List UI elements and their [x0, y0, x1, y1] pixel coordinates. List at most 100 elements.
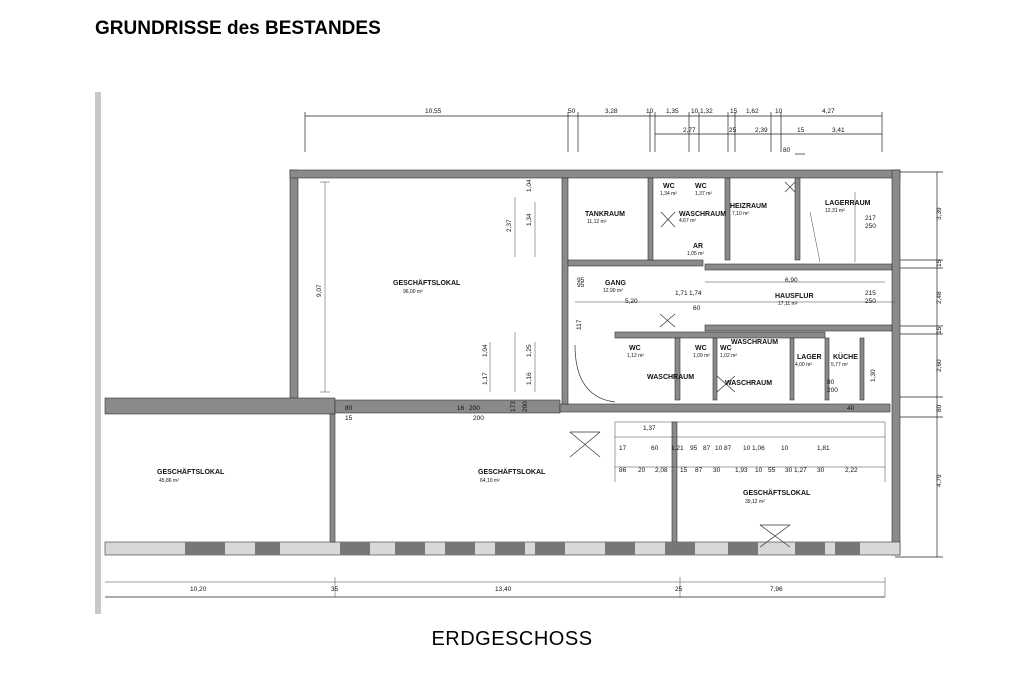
room-area-waschraum-top: 4,67 m² — [679, 218, 696, 224]
dim-label: 1,04 — [482, 344, 489, 357]
inner-detail-lines — [105, 181, 895, 597]
wall-tank-bottom — [567, 259, 704, 267]
dim-label: 10,55 — [425, 108, 442, 115]
dim-label: 10,20 — [190, 586, 207, 593]
dim-label: 1,35 — [666, 108, 679, 115]
dim-label: 87 — [703, 445, 711, 452]
room-name-gang: GANG — [605, 280, 627, 287]
door-wc-mid — [716, 375, 736, 393]
room-name-waschraum-mid-2: WASCHRAUM — [731, 339, 778, 346]
dim-label: 15 — [936, 326, 943, 334]
dim-label: 215 — [865, 290, 876, 297]
dim-label: 1,93 — [735, 467, 748, 474]
dim-label: 1,21 — [671, 445, 684, 452]
bottom-dimension-labels: 10,20 35 13,40 25 7,96 — [190, 586, 783, 593]
room-name-wc-mid-1: WC — [629, 345, 641, 352]
dim-label: 4,27 — [822, 108, 835, 115]
room-area-ar: 1,05 m² — [687, 251, 704, 257]
facade-windows — [185, 542, 860, 555]
dim-label: 10 1,06 — [743, 445, 765, 452]
door-swings — [569, 181, 796, 548]
dim-label: 80 — [827, 379, 835, 386]
dim-label: 55 — [768, 467, 776, 474]
room-area-kueche: 5,77 m² — [831, 362, 848, 368]
dim-label: 2,37 — [506, 219, 513, 232]
dim-label: 7,96 — [770, 586, 783, 593]
dim-label: 15 — [680, 467, 688, 474]
room-area-tankraum: 11,12 m² — [587, 219, 607, 225]
door-gang — [659, 313, 676, 328]
dim-label: 1,81 — [817, 445, 830, 452]
wall-wc-3 — [789, 337, 795, 401]
dim-label: 80 — [345, 405, 353, 412]
room-area-geschaeftslokal-right: 39,12 m² — [745, 499, 765, 505]
dim-label: 1,16 — [526, 372, 533, 385]
dim-label: 17 — [619, 445, 627, 452]
dim-label: 1,34 — [526, 213, 533, 226]
room-name-geschaeftslokal-right: GESCHÄFTSLOKAL — [743, 489, 811, 497]
wall-wc-2 — [712, 337, 718, 401]
dim-label: 10 1,32 — [691, 108, 713, 115]
door-waschraum — [660, 211, 676, 228]
room-name-lagerraum: LAGERRAUM — [825, 200, 871, 207]
wall-left-wing-top — [104, 397, 336, 415]
lower-dimension-labels: 1,37 17 60 1,21 95 87 10 87 10 1,06 10 1… — [619, 425, 858, 474]
right-dimension-labels: 3,39 15 2,48 15 2,60 80 4,79 — [936, 207, 943, 487]
wall-service-bottom — [559, 403, 891, 413]
room-name-kueche: KÜCHE — [833, 352, 858, 361]
door-entrance-left — [569, 431, 601, 458]
room-name-geschaeftslokal-center: GESCHÄFTSLOKAL — [478, 468, 546, 476]
page-title: GRUNDRISSE des BESTANDES — [95, 18, 381, 39]
dim-label: 250 — [865, 223, 876, 230]
dim-label: 3,39 — [936, 207, 943, 220]
dim-label: 200 — [827, 387, 838, 394]
wall-hausflur-bottom — [704, 324, 893, 332]
room-name-geschaeftslokal-left: GESCHÄFTSLOKAL — [157, 468, 225, 476]
room-area-heizraum: 7,10 m² — [732, 211, 749, 217]
wall-divider-right — [671, 421, 678, 543]
dim-label: 20 — [638, 467, 646, 474]
room-area-geschaeftslokal-center: 64,10 m² — [480, 478, 500, 484]
room-name-hausflur: HAUSFLUR — [775, 293, 814, 300]
room-area-wc-mid-1: 1,12 m² — [627, 353, 644, 359]
dim-label: 86 — [619, 467, 627, 474]
dim-label: 15 — [797, 127, 805, 134]
walls — [104, 169, 901, 556]
room-name-wc-mid-3: WC — [720, 345, 732, 352]
dim-label: 10 — [781, 445, 789, 452]
dim-label: 13,40 — [495, 586, 512, 593]
wall-heiz-left — [724, 177, 731, 261]
room-labels: GESCHÄFTSLOKAL 96,00 m² TANKRAUM 11,12 m… — [157, 183, 871, 505]
room-name-wc-top-2: WC — [695, 183, 707, 190]
wall-hausflur-top — [704, 263, 893, 271]
wall-top — [289, 169, 901, 179]
wall-tank-right — [647, 177, 654, 261]
room-name-wc-mid-2: WC — [695, 345, 707, 352]
wall-wc-top — [614, 331, 826, 339]
room-name-heizraum: HEIZRAUM — [730, 203, 767, 210]
dim-label: 30 1,27 — [785, 467, 807, 474]
room-area-wc-top-2: 1,37 m² — [695, 191, 712, 197]
wall-wc-1 — [674, 337, 681, 401]
dim-label: 15 — [345, 415, 353, 422]
stair-curve — [574, 344, 616, 403]
dim-label: 9,07 — [316, 284, 323, 297]
dim-label: 95 — [690, 445, 698, 452]
dim-label: 2,08 — [655, 467, 668, 474]
dim-label: 1,17 — [482, 372, 489, 385]
dim-label: 30 — [817, 467, 825, 474]
wall-heiz-right — [794, 177, 801, 261]
dim-label: 217 — [865, 215, 876, 222]
top-dimension-lines — [304, 112, 883, 155]
dim-label: 16 — [457, 405, 465, 412]
dim-label: 5,20 — [625, 298, 638, 305]
dim-label: 60 — [651, 445, 659, 452]
floor-plan: 10,55 50 3,28 10 1,35 10 1,32 15 1,62 10… — [95, 92, 965, 614]
dim-label: 173 — [510, 401, 517, 412]
room-area-gang: 12,90 m² — [603, 288, 623, 294]
dim-label: 1,25 — [526, 344, 533, 357]
wall-wc-5 — [859, 337, 865, 401]
wall-right — [891, 169, 901, 556]
dim-label: 15 — [730, 108, 738, 115]
dim-label: 10 — [755, 467, 763, 474]
